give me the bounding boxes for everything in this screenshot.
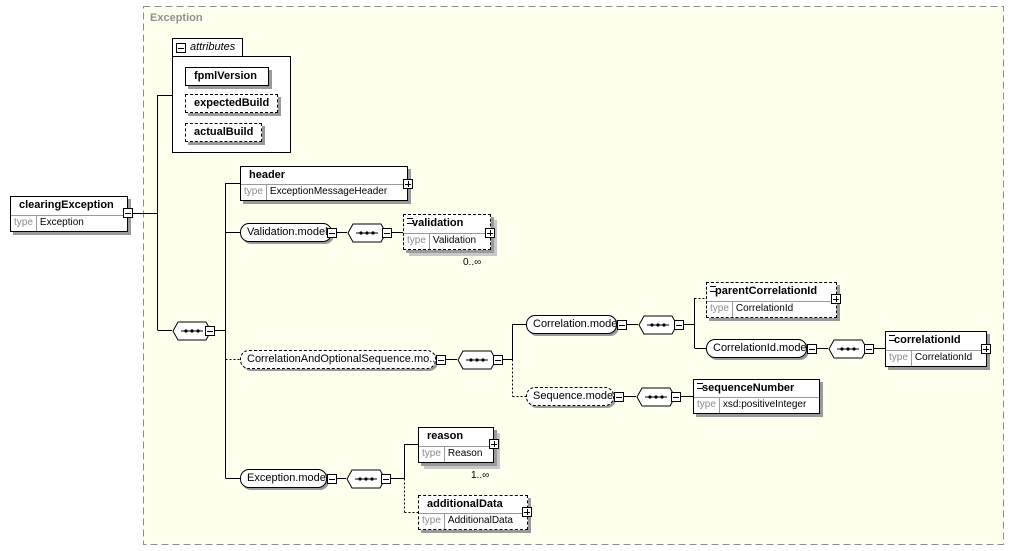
- type-key: type: [241, 185, 267, 200]
- validation-sequence-collapse-button[interactable]: [382, 228, 392, 238]
- type-title: Exception: [150, 12, 203, 24]
- validation-sequence-compositor[interactable]: [347, 223, 387, 243]
- type-key: type: [707, 302, 733, 317]
- element-name: reason: [427, 430, 464, 442]
- additionaldata-expand-button[interactable]: [522, 507, 532, 517]
- validation-expand-button[interactable]: [485, 228, 495, 238]
- sequence-model-collapse-button[interactable]: [614, 392, 624, 402]
- header-expand-button[interactable]: [403, 179, 413, 189]
- correlation-seq-model-collapse-button[interactable]: [436, 355, 446, 365]
- type-value: Exception: [39, 217, 84, 228]
- validation-model-collapse-button[interactable]: [327, 228, 337, 238]
- element-name: correlationId: [894, 334, 961, 346]
- attributes-label: attributes: [190, 41, 236, 53]
- type-value: CorrelationId: [735, 303, 794, 314]
- documentation-icon: [697, 383, 703, 389]
- correlationid-model-collapse-button[interactable]: [807, 344, 817, 354]
- main-sequence-collapse-button[interactable]: [205, 326, 215, 336]
- type-key: type: [404, 234, 430, 249]
- group-correlation-and-optional-sequence-model[interactable]: CorrelationAndOptionalSequence.mo...: [240, 350, 436, 369]
- type-key: type: [886, 351, 912, 366]
- correlation-sequence-compositor[interactable]: [638, 315, 678, 335]
- sequence-model-compositor-collapse-button[interactable]: [671, 392, 681, 402]
- optional-connector-lines: [225, 298, 706, 513]
- sequence-model-compositor[interactable]: [636, 387, 676, 407]
- element-name: sequenceNumber: [702, 382, 795, 394]
- attribute-actualbuild[interactable]: actualBuild: [185, 123, 262, 142]
- attributes-collapse-button[interactable]: [176, 43, 186, 53]
- group-exception-model[interactable]: Exception.model: [240, 469, 327, 488]
- correlationid-expand-button[interactable]: [981, 344, 991, 354]
- correlation-sequence-collapse-button[interactable]: [674, 320, 684, 330]
- type-key: type: [419, 514, 445, 529]
- element-name: parentCorrelationId: [715, 285, 818, 297]
- validation-occurrence: 0..∞: [463, 257, 482, 268]
- root-collapse-button[interactable]: [123, 208, 133, 218]
- exception-sequence-collapse-button[interactable]: [381, 474, 391, 484]
- main-sequence-compositor[interactable]: [172, 321, 212, 341]
- parentcorrelationid-expand-button[interactable]: [831, 294, 841, 304]
- element-name: validation: [412, 217, 464, 229]
- group-sequence-model[interactable]: Sequence.model: [526, 387, 614, 406]
- group-validation-model[interactable]: Validation.model: [240, 223, 332, 242]
- group-correlationid-model[interactable]: CorrelationId.model: [706, 339, 807, 358]
- correlationid-sequence-collapse-button[interactable]: [864, 344, 874, 354]
- element-name: header: [249, 169, 286, 181]
- element-name: clearingException: [19, 199, 114, 211]
- correlation-seq-compositor-collapse-button[interactable]: [493, 355, 503, 365]
- exception-sequence-compositor[interactable]: [346, 469, 386, 489]
- type-value: ExceptionMessageHeader: [269, 186, 388, 197]
- connector-lines: [133, 95, 885, 479]
- type-key: type: [694, 398, 720, 413]
- type-value: AdditionalData: [447, 515, 513, 526]
- documentation-icon: [710, 286, 716, 292]
- type-value: xsd:positiveInteger: [722, 399, 807, 410]
- documentation-icon: [889, 335, 895, 341]
- type-value: Validation: [432, 235, 477, 246]
- correlation-model-collapse-button[interactable]: [617, 320, 627, 330]
- exception-model-collapse-button[interactable]: [327, 474, 337, 484]
- documentation-icon: [407, 218, 413, 224]
- correlationid-sequence-compositor[interactable]: [828, 339, 868, 359]
- reason-occurrence: 1..∞: [471, 470, 490, 481]
- attributes-tab: [172, 38, 243, 57]
- type-key: type: [419, 447, 445, 462]
- type-value: CorrelationId: [914, 352, 973, 363]
- attribute-fpmlversion[interactable]: fpmlVersion: [185, 67, 269, 86]
- type-key: type: [11, 216, 37, 231]
- element-name: additionalData: [427, 498, 503, 510]
- reason-expand-button[interactable]: [489, 439, 499, 449]
- attribute-expectedbuild[interactable]: expectedBuild: [185, 94, 278, 113]
- group-correlation-model[interactable]: Correlation.model: [526, 315, 617, 334]
- type-value: Reason: [447, 448, 483, 459]
- correlation-seq-compositor[interactable]: [457, 350, 497, 370]
